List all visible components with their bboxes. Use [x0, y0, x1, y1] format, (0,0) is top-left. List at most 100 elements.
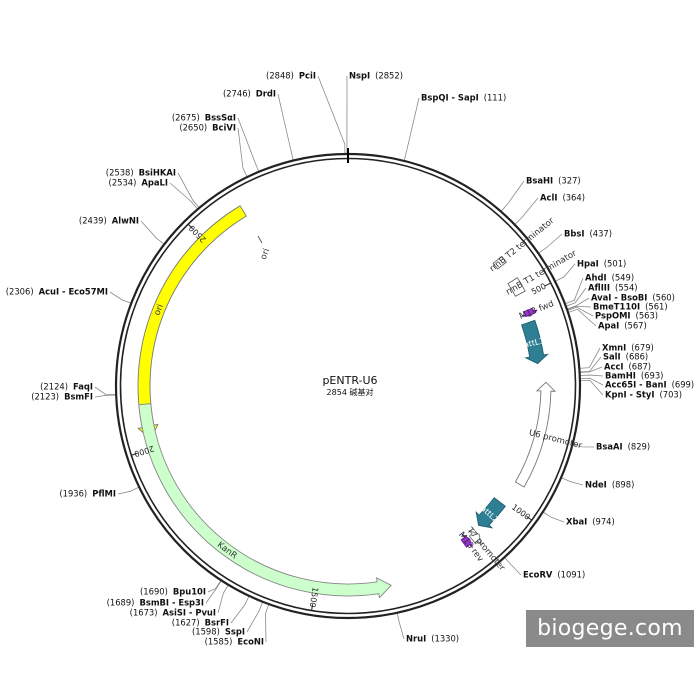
site-bsihkai: BsiHKAI(2538)	[106, 168, 176, 178]
site-leader-lines	[94, 75, 604, 643]
site-name: PspOMI	[595, 311, 631, 321]
site-position: (501)	[604, 259, 627, 269]
feature-u6	[514, 381, 557, 488]
site-position: (2534)	[109, 178, 137, 188]
site-leader	[554, 263, 576, 282]
site-leader	[177, 172, 200, 209]
site-leader	[579, 374, 604, 377]
site-leader	[94, 394, 117, 398]
site-position: (2848)	[266, 71, 294, 81]
site-bsahi: BsaHI(327)	[526, 176, 581, 186]
site-leader	[579, 347, 601, 369]
site-name: FaqI	[73, 382, 93, 392]
site-position: (1690)	[140, 587, 168, 597]
site-position: (2439)	[79, 216, 107, 226]
feature-attl2	[475, 497, 506, 529]
site-leader	[538, 233, 563, 254]
feature-ori	[137, 205, 247, 441]
site-name: XmnI	[602, 343, 626, 353]
site-leader	[403, 97, 420, 161]
site-position: (2123)	[31, 392, 59, 402]
site-position: (1091)	[557, 570, 585, 580]
feature-kanr	[138, 403, 392, 599]
site-name: BciVI	[212, 123, 236, 133]
feature-label-m13-fwd: M13 fwd	[518, 299, 556, 322]
site-position: (1673)	[130, 608, 158, 618]
site-acci: AccI(687)	[604, 362, 651, 372]
scale-tick	[526, 515, 532, 521]
site-nrui: NruI(1330)	[406, 634, 459, 644]
site-name: AclI	[540, 193, 557, 203]
site-name: BsmFI	[64, 392, 93, 402]
site-bsaai: BsaAI(829)	[596, 442, 650, 452]
site-bsmfi: BsmFI (2123)	[31, 392, 93, 402]
site-name: AvaI - BsoBI	[591, 293, 647, 303]
site-acui-eco57mi: AcuI - Eco57MI(2306)	[6, 287, 108, 297]
site-name: ApaI	[598, 321, 619, 331]
site-leader	[579, 380, 604, 396]
plasmid-name: pENTR-U6	[322, 374, 377, 387]
site-sali: SalI(686)	[603, 352, 648, 362]
site-position: (549)	[612, 273, 635, 283]
site-ahdi: AhdI (549)	[585, 273, 634, 283]
watermark: biogege.com	[537, 616, 683, 641]
site-position: (679)	[631, 343, 654, 353]
site-name: AlwNI	[112, 216, 139, 226]
feature-m13-rev	[460, 533, 473, 548]
site-leader	[205, 580, 222, 604]
site-position: (2538)	[106, 168, 134, 178]
site-position: (693)	[641, 371, 664, 381]
feature-rrnb-t1	[507, 277, 526, 297]
site-position: (703)	[659, 390, 682, 400]
site-leader	[117, 486, 140, 495]
site-position: (898)	[612, 480, 635, 490]
site-name: EcoRV	[523, 570, 553, 580]
site-xmni: XmnI (679)	[602, 343, 654, 353]
site-name: AccI	[604, 362, 624, 372]
feature-rrnb-t2	[492, 255, 507, 270]
site-position: (1598)	[192, 627, 220, 637]
site-leader	[542, 511, 565, 523]
site-position: (1585)	[205, 637, 233, 647]
site-name: BsmBI - Esp3I	[139, 598, 204, 608]
site-name: BspQI - SapI	[421, 93, 479, 103]
site-leader	[140, 220, 165, 245]
site-name: AflIII	[588, 283, 610, 293]
site-leader	[230, 595, 250, 624]
site-leader	[109, 291, 132, 304]
site-xbai: XbaI(974)	[566, 517, 615, 527]
scale-tick	[131, 452, 138, 456]
scale-tick	[311, 604, 314, 611]
site-position: (111)	[484, 93, 507, 103]
site-leader	[169, 182, 199, 210]
site-name: BsaHI	[526, 176, 553, 186]
site-name: HpaI	[577, 259, 599, 269]
site-position: (561)	[645, 302, 668, 312]
site-bpu10i: Bpu10I(1690)	[140, 587, 206, 597]
site-bmet110i: BmeT110I (561)	[593, 302, 668, 312]
site-leader	[567, 306, 594, 317]
site-bsmbi-esp3i: BsmBI - Esp3I(1689)	[107, 598, 204, 608]
site-position: (1330)	[431, 634, 459, 644]
plasmid-size: 2854 碱基对	[327, 387, 374, 397]
site-name: BssSαI	[205, 113, 236, 123]
ori-inner-label: ori	[259, 247, 272, 261]
site-position: (364)	[562, 193, 585, 203]
site-pcii: PciI(2848)	[266, 71, 316, 81]
site-ndei: NdeI(898)	[585, 480, 634, 490]
site-position: (563)	[636, 311, 659, 321]
site-position: (437)	[589, 229, 612, 239]
site-position: (699)	[672, 380, 695, 390]
site-kpni-styi: KpnI - StyI(703)	[605, 390, 682, 400]
site-asisi-pvui: AsiSI - PvuI(1673)	[130, 608, 216, 618]
site-avai-bsobi: AvaI - BsoBI(560)	[591, 293, 675, 303]
site-leader	[572, 443, 595, 448]
site-leader	[317, 75, 346, 155]
site-name: BmeT110I	[593, 302, 640, 312]
site-position: (1936)	[59, 489, 87, 499]
site-acc65i-bani: Acc65I - BanI(699)	[605, 380, 694, 390]
site-bsss-i: BssSαI(2675)	[172, 113, 236, 123]
site-leader	[560, 477, 584, 486]
site-name: AhdI	[585, 273, 607, 283]
site-leader	[565, 287, 587, 307]
